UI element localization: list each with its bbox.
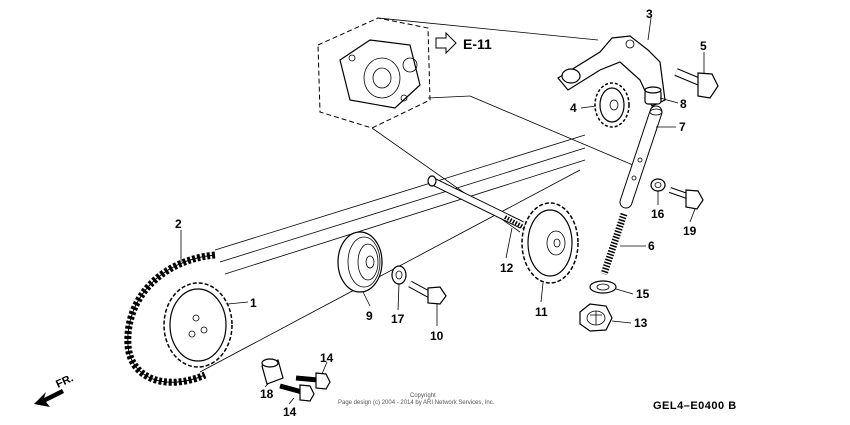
callout-6[interactable]: 6 — [648, 239, 655, 253]
lower-sprocket — [521, 202, 579, 284]
front-label: FR. — [54, 372, 75, 390]
callout-2[interactable]: 2 — [175, 217, 182, 231]
tensioner-arm — [557, 35, 666, 107]
callout-18[interactable]: 18 — [260, 387, 274, 401]
bolt-10 — [408, 280, 447, 305]
copyright-line-1: Copyright — [410, 393, 436, 399]
callout-12[interactable]: 12 — [500, 261, 514, 275]
bolt-19 — [669, 187, 704, 210]
reference-arrow: E-11 — [435, 31, 492, 55]
callout-8[interactable]: 8 — [680, 97, 687, 111]
cam-chain — [124, 251, 216, 386]
callout-7[interactable]: 7 — [679, 120, 686, 134]
timing-sprocket — [163, 282, 233, 368]
bolt-14b — [279, 383, 315, 402]
washer-15 — [589, 280, 617, 294]
callout-14-upper[interactable]: 14 — [320, 351, 334, 365]
engine-case-reference — [317, 17, 431, 129]
tensioner-sprocket — [594, 82, 630, 128]
callout-19[interactable]: 19 — [683, 224, 697, 238]
chain-run-lines — [199, 134, 586, 373]
washer-17 — [391, 265, 407, 285]
callout-10[interactable]: 10 — [430, 329, 444, 343]
callout-16[interactable]: 16 — [651, 207, 665, 221]
callout-17[interactable]: 17 — [391, 312, 405, 326]
callout-14-lower[interactable]: 14 — [283, 405, 297, 419]
sealing-bolt — [579, 303, 613, 332]
callout-5[interactable]: 5 — [700, 39, 707, 53]
callout-4[interactable]: 4 — [570, 101, 577, 115]
callout-1[interactable]: 1 — [250, 296, 257, 310]
washer-16 — [650, 178, 666, 192]
callout-11[interactable]: 11 — [535, 305, 548, 319]
callout-13[interactable]: 13 — [634, 316, 648, 330]
copyright-line-2: Page design (c) 2004 - 2014 by ARI Netwo… — [338, 400, 495, 406]
chain-roller — [337, 231, 383, 293]
roller-shaft — [427, 175, 526, 230]
guide-lines — [371, 17, 641, 233]
callout-3[interactable]: 3 — [646, 7, 653, 21]
reference-label[interactable]: E-11 — [463, 36, 492, 52]
leader-lines — [180, 17, 705, 405]
bolt-5 — [674, 68, 719, 99]
tensioner-spring — [600, 212, 628, 276]
callout-9[interactable]: 9 — [366, 309, 373, 323]
callout-15[interactable]: 15 — [636, 287, 650, 301]
bolt-14a — [295, 372, 331, 390]
front-arrow-icon — [34, 389, 64, 407]
front-direction-arrow: FR. — [34, 372, 75, 407]
tensioner-pushrod — [619, 105, 663, 209]
diagram-code: GEL4–E0400 B — [653, 400, 737, 412]
cap-8 — [644, 86, 662, 105]
dowel-pin — [261, 358, 284, 385]
